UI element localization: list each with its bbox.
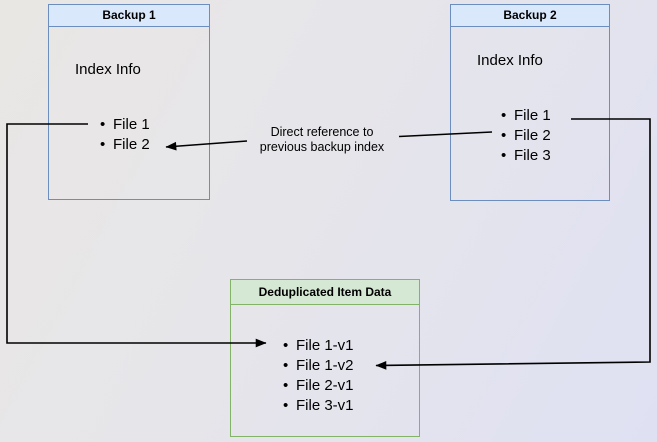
backup1-box: Backup 1 Index Info File 1 File 2 <box>48 4 210 200</box>
direct-reference-label-line2: previous backup index <box>259 140 385 154</box>
direct-reference-label: Direct reference to previous backup inde… <box>232 125 412 155</box>
dedup-box: Deduplicated Item Data File 1-v1 File 1-… <box>230 279 420 437</box>
list-item: File 1-v1 <box>283 336 354 356</box>
backup1-index-info-label: Index Info <box>75 61 141 78</box>
list-item: File 2 <box>100 135 150 155</box>
backup1-header: Backup 1 <box>49 5 209 27</box>
backup1-file-list: File 1 File 2 <box>100 115 150 155</box>
direct-reference-label-line1: Direct reference to <box>270 125 374 139</box>
backup2-index-info-label: Index Info <box>477 52 543 69</box>
list-item: File 2-v1 <box>283 376 354 396</box>
list-item: File 2 <box>501 126 551 146</box>
dedup-header: Deduplicated Item Data <box>231 280 419 305</box>
backup2-file-list: File 1 File 2 File 3 <box>501 106 551 166</box>
list-item: File 1 <box>501 106 551 126</box>
backup2-box: Backup 2 Index Info File 1 File 2 File 3 <box>450 4 610 201</box>
list-item: File 1 <box>100 115 150 135</box>
backup2-header: Backup 2 <box>451 5 609 27</box>
list-item: File 3 <box>501 146 551 166</box>
dedup-file-list: File 1-v1 File 1-v2 File 2-v1 File 3-v1 <box>283 336 354 416</box>
list-item: File 1-v2 <box>283 356 354 376</box>
list-item: File 3-v1 <box>283 396 354 416</box>
